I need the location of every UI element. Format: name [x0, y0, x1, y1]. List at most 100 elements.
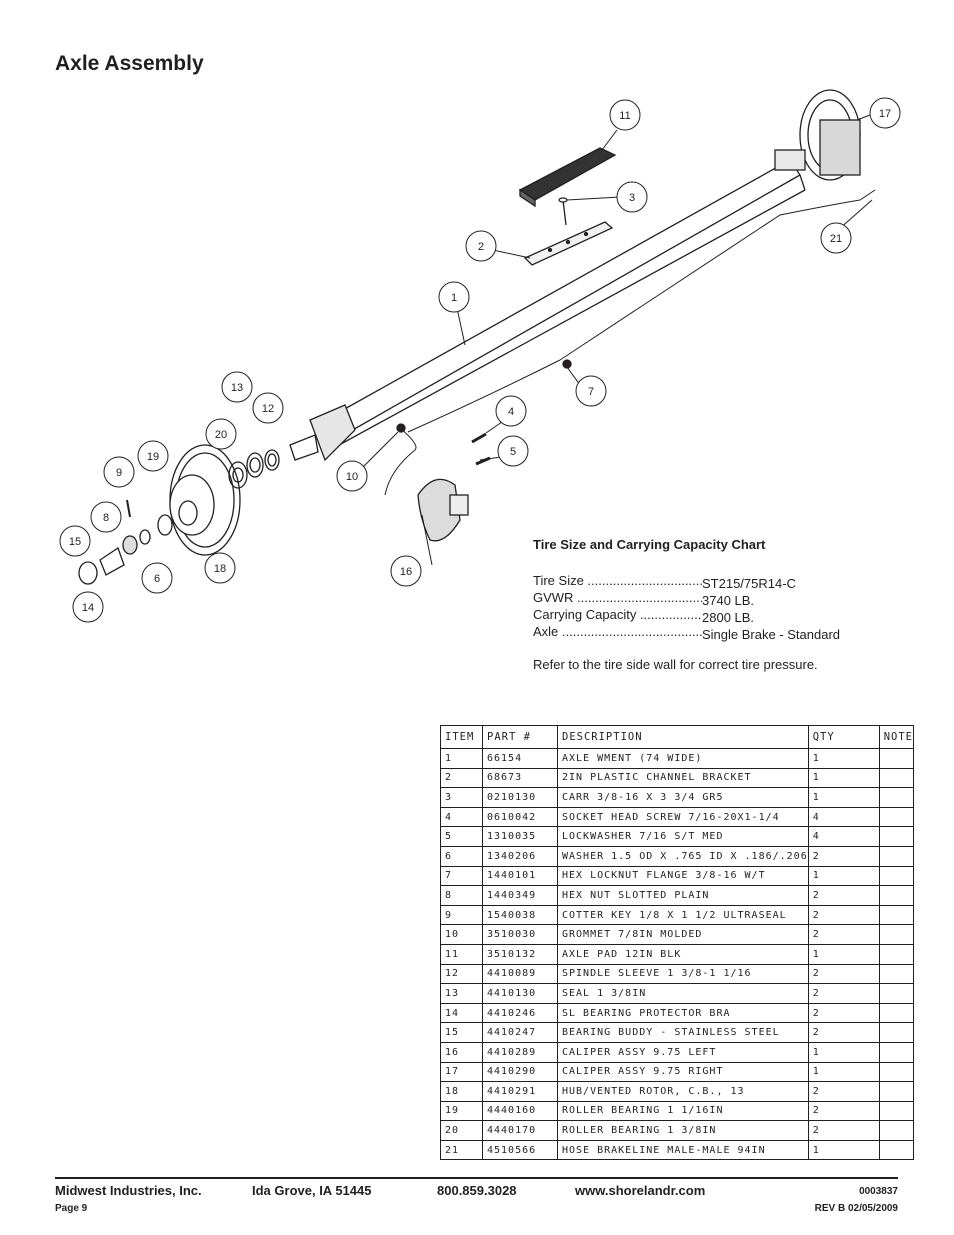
cell-item: 5 [440, 826, 483, 847]
callout-number: 21 [830, 233, 842, 245]
cell-description: SOCKET HEAD SCREW 7/16-20X1-1/4 [557, 806, 809, 828]
cell-note [878, 983, 915, 1004]
cell-note [878, 1022, 915, 1043]
callout-bubble: 16 [390, 555, 422, 587]
callout-number: 10 [346, 471, 358, 483]
tire-pressure-note: Refer to the tire side wall for correct … [533, 657, 818, 672]
cell-note [878, 1081, 915, 1102]
footer-phone: 800.859.3028 [437, 1183, 517, 1198]
cell-description: HOSE BRAKELINE MALE-MALE 94IN [557, 1139, 809, 1161]
callout-bubble: 13 [221, 371, 253, 403]
cell-item: 11 [440, 943, 483, 965]
cell-item: 20 [440, 1120, 483, 1141]
cell-qty: 2 [807, 1002, 880, 1024]
cell-description: HEX LOCKNUT FLANGE 3/8-16 W/T [557, 865, 809, 887]
cell-note [878, 1120, 915, 1141]
cell-qty: 1 [807, 787, 880, 808]
cell-item: 16 [440, 1041, 483, 1063]
cell-description: 2IN PLASTIC CHANNEL BRACKET [557, 767, 809, 789]
cell-note [878, 806, 915, 828]
cell-part: 3510132 [482, 943, 558, 965]
cell-qty: 1 [807, 748, 880, 769]
cell-note [878, 963, 915, 985]
cell-part: 4410290 [482, 1061, 558, 1083]
callout-number: 13 [231, 382, 243, 394]
cell-qty: 4 [807, 806, 880, 828]
cell-item: 12 [440, 963, 483, 985]
callout-number: 8 [103, 512, 109, 524]
callout-bubble: 4 [495, 395, 527, 427]
footer-rule [55, 1177, 898, 1179]
callout-number: 11 [619, 110, 630, 122]
callout-number: 3 [629, 192, 635, 204]
tire-chart-title: Tire Size and Carrying Capacity Chart [533, 537, 766, 552]
footer-website: www.shorelandr.com [575, 1183, 706, 1198]
header-part: PART # [482, 725, 558, 749]
callout-bubble: 1 [438, 281, 470, 313]
cell-item: 4 [440, 806, 483, 828]
cell-description: AXLE WMENT (74 WIDE) [557, 748, 809, 769]
footer-city: Ida Grove, IA 51445 [252, 1183, 372, 1198]
callout-number: 7 [588, 386, 594, 398]
cell-note [878, 787, 915, 808]
cell-qty: 2 [807, 963, 880, 985]
callout-bubble: 20 [205, 418, 237, 450]
cell-note [878, 904, 915, 926]
cell-qty: 1 [807, 1041, 880, 1063]
callout-bubble: 9 [103, 456, 135, 488]
callout-number: 12 [262, 403, 274, 415]
footer-company: Midwest Industries, Inc. [55, 1183, 202, 1198]
callout-bubble: 10 [336, 460, 368, 492]
cell-part: 4410089 [482, 963, 558, 985]
callout-bubble: 17 [869, 97, 901, 129]
cell-description: GROMMET 7/8IN MOLDED [557, 924, 809, 945]
cell-part: 4440170 [482, 1120, 558, 1141]
cell-part: 4510566 [482, 1139, 558, 1161]
cell-qty: 2 [807, 1022, 880, 1043]
cell-item: 10 [440, 924, 483, 945]
right-hub-rotor [774, 89, 861, 181]
cell-item: 2 [440, 767, 483, 789]
cell-description: AXLE PAD 12IN BLK [557, 943, 809, 965]
cell-part: 1540038 [482, 904, 558, 926]
cell-qty: 2 [807, 1100, 880, 1122]
callout-number: 5 [510, 446, 516, 458]
cell-part: 68673 [482, 767, 558, 789]
cell-part: 4410247 [482, 1022, 558, 1043]
axle-tube [324, 159, 806, 451]
cell-description: WASHER 1.5 OD X .765 ID X .186/.206 [557, 845, 809, 867]
cell-item: 9 [440, 904, 483, 926]
callout-bubble: 12 [252, 392, 284, 424]
cell-description: SL BEARING PROTECTOR BRA [557, 1002, 809, 1024]
callout-bubble: 18 [204, 552, 236, 584]
caliper-left [417, 478, 469, 542]
cell-item: 7 [440, 865, 483, 887]
callout-number: 1 [451, 292, 457, 304]
cell-note [878, 767, 915, 789]
callout-number: 15 [69, 536, 81, 548]
tire-chart-row: GVWR3740 LB. [533, 590, 754, 608]
callout-number: 6 [154, 573, 160, 585]
cell-description: SPINDLE SLEEVE 1 3/8-1 1/16 [557, 963, 809, 985]
cell-part: 1340206 [482, 845, 558, 867]
cell-note [878, 1139, 915, 1161]
cell-part: 0610042 [482, 806, 558, 828]
header-note: NOTE [878, 725, 915, 749]
cell-qty: 2 [807, 1081, 880, 1102]
cell-qty: 1 [807, 1061, 880, 1083]
footer-page: Page 9 [55, 1203, 88, 1214]
axle-pad [518, 147, 617, 208]
cell-note [878, 865, 915, 887]
callout-number: 19 [147, 451, 159, 463]
